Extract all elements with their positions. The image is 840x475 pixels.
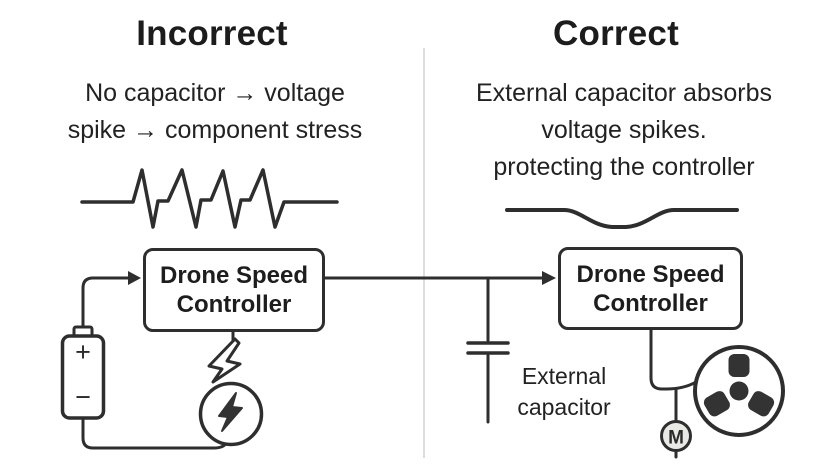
- left-subtitle-line-1: No capacitor → voltage: [85, 79, 345, 107]
- smooth-waveform-icon: [505, 208, 739, 229]
- panel-divider: [423, 48, 425, 458]
- battery-plus-label: +: [75, 337, 91, 367]
- right-panel-title: Correct: [553, 14, 679, 53]
- right-subtitle-line-2: voltage spikes.: [541, 116, 707, 144]
- left-panel-subtitle: No capacitor → voltage spike → component…: [30, 75, 400, 149]
- motor-icon: M: [660, 420, 692, 452]
- battery-minus-label: −: [75, 382, 91, 412]
- motor-label: M: [668, 428, 684, 449]
- right-controller-box: Drone Speed Controller: [558, 247, 743, 330]
- left-panel-title: Incorrect: [136, 14, 288, 53]
- propeller-icon: [693, 345, 785, 437]
- surge-bolt-icon: [207, 337, 242, 384]
- surge-indicator-icon: [198, 381, 264, 447]
- left-subtitle-line-2: spike → component stress: [67, 116, 363, 144]
- right-panel-subtitle: External capacitor absorbs voltage spike…: [452, 75, 796, 186]
- spike-waveform-icon: [80, 168, 339, 229]
- flow-arrowhead: [128, 271, 141, 285]
- right-subtitle-line-1: External capacitor absorbs: [476, 79, 772, 107]
- flow-arrowhead: [542, 271, 556, 285]
- right-subtitle-line-3: protecting the controller: [493, 153, 755, 181]
- capacitor-symbol-icon: [466, 278, 510, 424]
- external-capacitor-label: External capacitor: [517, 363, 611, 420]
- left-controller-box: Drone Speed Controller: [143, 248, 325, 332]
- battery-icon: + −: [60, 325, 106, 420]
